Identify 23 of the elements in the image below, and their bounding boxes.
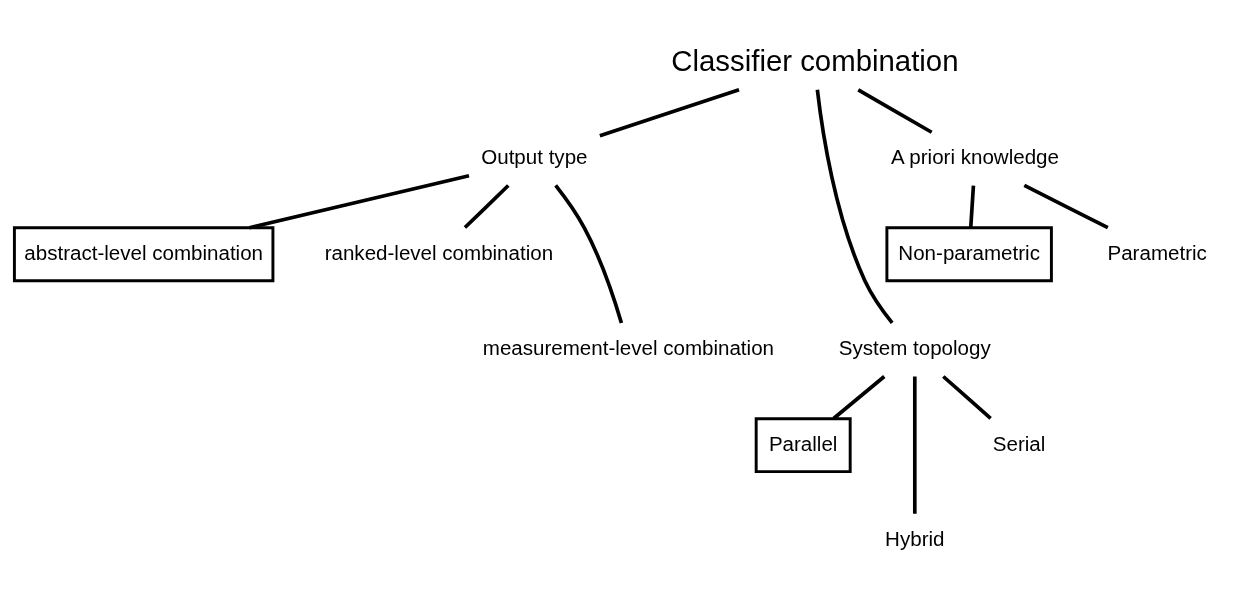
connector (832, 374, 886, 420)
node-text: Classifier combination (671, 43, 959, 77)
node-text: Output type (481, 144, 588, 168)
node-text: Serial (992, 431, 1046, 455)
node-box: Non-parametric (885, 225, 1053, 282)
node-box: abstract-level combination (12, 225, 275, 282)
connector (599, 87, 740, 137)
connector (815, 89, 894, 324)
connector (942, 374, 992, 420)
node-box: Parallel (754, 416, 852, 473)
connector (249, 173, 470, 230)
connector (857, 87, 933, 134)
node-text: measurement-level combination (482, 335, 774, 359)
node-text: A priori knowledge (891, 144, 1059, 168)
connector (463, 183, 510, 229)
node-text: ranked-level combination (324, 240, 554, 264)
connector (1023, 183, 1109, 229)
connector (554, 183, 624, 323)
node-text: Parametric (1107, 240, 1207, 264)
node-text: Hybrid (885, 526, 945, 550)
connector (912, 376, 917, 514)
connector (968, 184, 976, 228)
node-text: System topology (838, 335, 991, 359)
